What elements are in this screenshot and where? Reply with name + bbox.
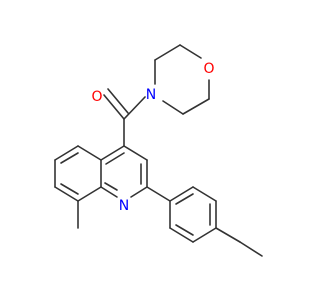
bond-c2-n1 [130, 186, 148, 198]
bond-c8-c8a [77, 186, 102, 202]
bond-c5-c6-inner [60, 152, 79, 164]
bond-tol-methyl [215, 227, 241, 243]
atom-quinoline-nitrogen: N [119, 198, 129, 214]
atom-morpholine-nitrogen: N [146, 87, 156, 103]
bond-carbonyl-c-o-2 [107, 88, 129, 114]
bond-c5-c6 [54, 145, 79, 161]
bond-c4-c3 [123, 145, 148, 161]
bond-tol-c1-c2-inner [175, 193, 194, 205]
bond-c4a-c5 [77, 145, 102, 161]
bond-tol-c5-c6-inner [175, 224, 194, 236]
bond-n1-c8a-inner [104, 182, 118, 191]
bond-c7-c8 [54, 186, 79, 202]
bond-tol-c2-c3 [192, 186, 217, 202]
bond-morph-c3-c4 [182, 98, 210, 115]
molecule-diagram: O N O N [54, 44, 263, 257]
atom-morpholine-oxygen: O [203, 61, 214, 77]
bond-n1-c8a [100, 186, 118, 198]
bond-tol-c5-c6 [169, 227, 194, 243]
bond-tol-methyl-ext [239, 241, 263, 257]
bond-carbonyl-c-o-1 [103, 94, 125, 120]
bond-tol-c4-c5 [192, 227, 217, 243]
bond-c7-c8-inner [60, 183, 79, 195]
bond-tol-c1-c2 [169, 186, 194, 202]
bond-c2-aryl [146, 186, 171, 202]
atom-carbonyl-oxygen: O [91, 89, 102, 105]
bond-c4a-c4-inner [105, 152, 125, 165]
bond-c4a-c4 [100, 145, 125, 161]
bond-morph-c4-n [162, 100, 184, 115]
bond-carbonyl-c-n [123, 96, 146, 120]
bond-morph-c1-c2 [154, 44, 181, 61]
bond-morph-c2-o [179, 44, 202, 59]
structure-canvas: O N O N [54, 44, 263, 257]
